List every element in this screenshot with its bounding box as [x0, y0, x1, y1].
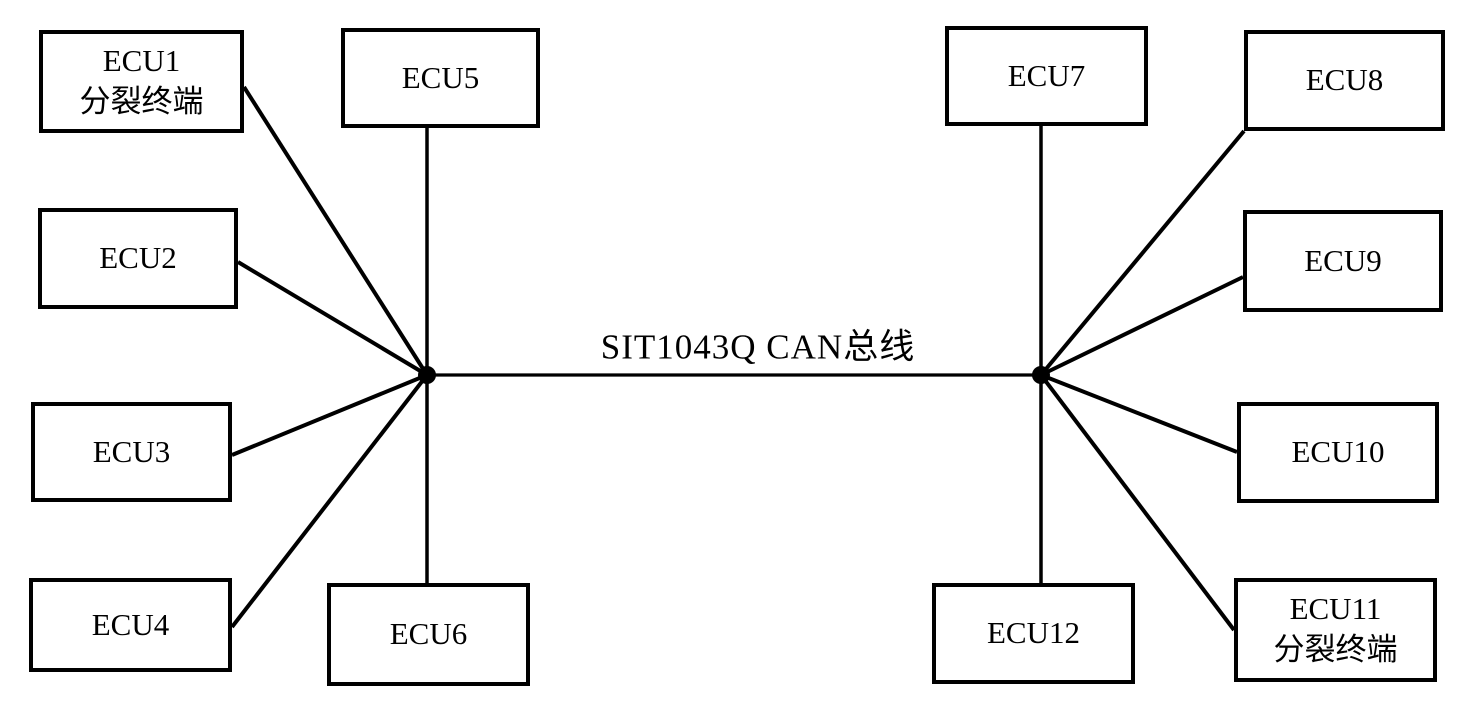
ecu1-connector: [242, 85, 429, 377]
node-ecu2: ECU2: [38, 208, 238, 309]
node-ecu5-label: ECU5: [401, 59, 480, 95]
node-ecu4-label: ECU4: [91, 606, 170, 642]
ecu9-connector: [1040, 275, 1244, 377]
ecu11-connector: [1039, 373, 1236, 632]
node-ecu11-label: ECU11: [1289, 591, 1382, 627]
node-ecu1-label: ECU1: [102, 42, 181, 78]
node-ecu5: ECU5: [341, 28, 540, 128]
node-ecu11: ECU11 分裂终端: [1234, 578, 1437, 682]
ecu4-connector: [230, 373, 429, 629]
node-ecu7-label: ECU7: [1007, 57, 1086, 93]
node-ecu7: ECU7: [945, 26, 1148, 126]
left-bus-junction: [418, 366, 436, 384]
node-ecu8-label: ECU8: [1305, 62, 1384, 98]
node-ecu3-label: ECU3: [92, 433, 171, 469]
node-ecu9-label: ECU9: [1304, 242, 1382, 278]
bus-label: SIT1043Q CAN总线: [600, 327, 916, 367]
node-ecu8: ECU8: [1244, 30, 1445, 131]
right-bus-junction: [1032, 366, 1050, 384]
node-ecu12-label: ECU12: [987, 615, 1080, 651]
node-ecu10-label: ECU10: [1291, 434, 1385, 470]
node-ecu9: ECU9: [1243, 210, 1443, 312]
node-ecu6: ECU6: [327, 583, 530, 686]
ecu8-connector: [1039, 129, 1246, 377]
node-ecu2-label: ECU2: [99, 240, 177, 276]
ecu2-connector: [236, 260, 429, 377]
node-ecu11-label: 分裂终端: [1273, 632, 1398, 667]
node-ecu1: ECU1 分裂终端: [39, 30, 244, 133]
node-ecu4: ECU4: [29, 578, 232, 672]
ecu3-connector: [231, 373, 428, 457]
node-ecu1-label: 分裂终端: [79, 83, 204, 119]
node-ecu12: ECU12: [932, 583, 1135, 684]
node-ecu10: ECU10: [1237, 402, 1439, 503]
ecu10-connector: [1040, 373, 1238, 454]
node-ecu3: ECU3: [31, 402, 232, 502]
node-ecu6-label: ECU6: [389, 616, 468, 652]
